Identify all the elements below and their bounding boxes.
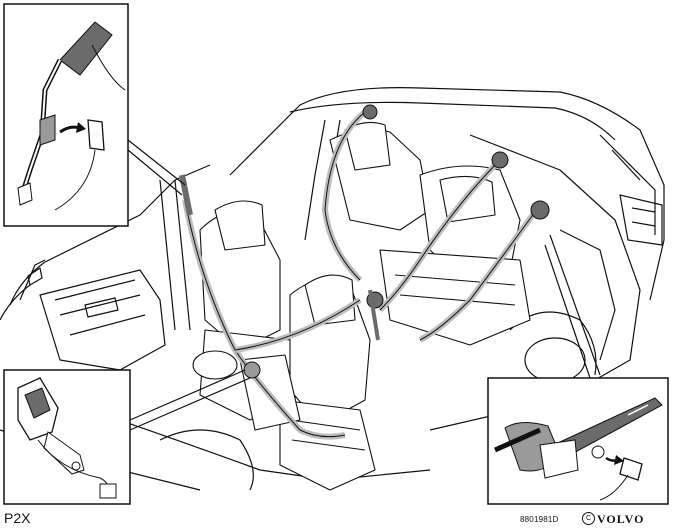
- rear-anchor-right: [491, 151, 509, 169]
- rear-pretensioner: [530, 200, 550, 220]
- front-seat-seams: [289, 419, 366, 451]
- rear-center-belt-edge: [419, 204, 541, 341]
- tail-light-detail: [631, 207, 656, 227]
- door-panel-lines: [54, 279, 146, 336]
- arrow-icon-right: [614, 455, 624, 465]
- pretensioner-connector: [619, 457, 643, 481]
- connector-plug: [87, 119, 105, 151]
- buckle-connector: [99, 483, 117, 499]
- front-door-panel: [39, 269, 166, 371]
- rear-door-line: [559, 229, 616, 361]
- pretensioner-wire: [599, 474, 629, 501]
- copyright-icon: C: [582, 512, 595, 525]
- leader-right: [544, 234, 601, 379]
- brand-logo: VOLVO: [597, 512, 645, 526]
- driver-buckle: [243, 361, 261, 379]
- front-retractor: [179, 174, 193, 216]
- tail-light: [619, 194, 663, 246]
- rear-left-belt-edge: [324, 111, 366, 281]
- retractor-collar: [39, 114, 56, 146]
- detail-inset-buckle: [3, 369, 131, 505]
- roof-outline: [229, 87, 665, 301]
- left-front-line: [0, 284, 31, 321]
- center-buckle-stalk: [368, 289, 380, 341]
- roof-inner-line: [289, 101, 616, 141]
- front-headrest-left: [214, 200, 266, 251]
- mirror-glass: [27, 267, 43, 286]
- belt-strap: [91, 44, 126, 91]
- front-wheel-arch: [159, 429, 254, 491]
- leader-lines: [127, 139, 601, 431]
- pretensioner-cap: [539, 439, 579, 479]
- seat-belts: [179, 104, 550, 440]
- rear-right-belt-edge: [379, 159, 501, 311]
- pretensioner-port: [591, 445, 605, 459]
- retractor-body: [59, 21, 113, 76]
- door-handle: [84, 297, 119, 318]
- leader-bottom-left: [129, 369, 251, 431]
- leader-top-left: [127, 139, 186, 196]
- tube-highlight: [617, 399, 649, 416]
- a-pillar: [159, 179, 191, 331]
- connector-wire: [54, 149, 96, 211]
- buckle-latch: [24, 387, 51, 419]
- arrow-icon: [76, 122, 86, 133]
- driver-lap-belt-edge: [234, 299, 361, 351]
- steering-wheel: [192, 350, 238, 380]
- rear-window-line: [611, 149, 641, 181]
- anchor-strap: [493, 427, 542, 453]
- detail-inset-pretensioner: [487, 377, 669, 505]
- mirror: [19, 259, 46, 301]
- rear-anchor-left: [362, 104, 378, 120]
- figure-number: 8801981D: [520, 515, 559, 524]
- rear-window: [599, 134, 656, 235]
- rear-seat-seams: [394, 274, 516, 306]
- retractor-tip: [17, 182, 33, 206]
- detail-inset-retractor: [3, 3, 129, 227]
- diagram-code: P2X: [4, 510, 31, 526]
